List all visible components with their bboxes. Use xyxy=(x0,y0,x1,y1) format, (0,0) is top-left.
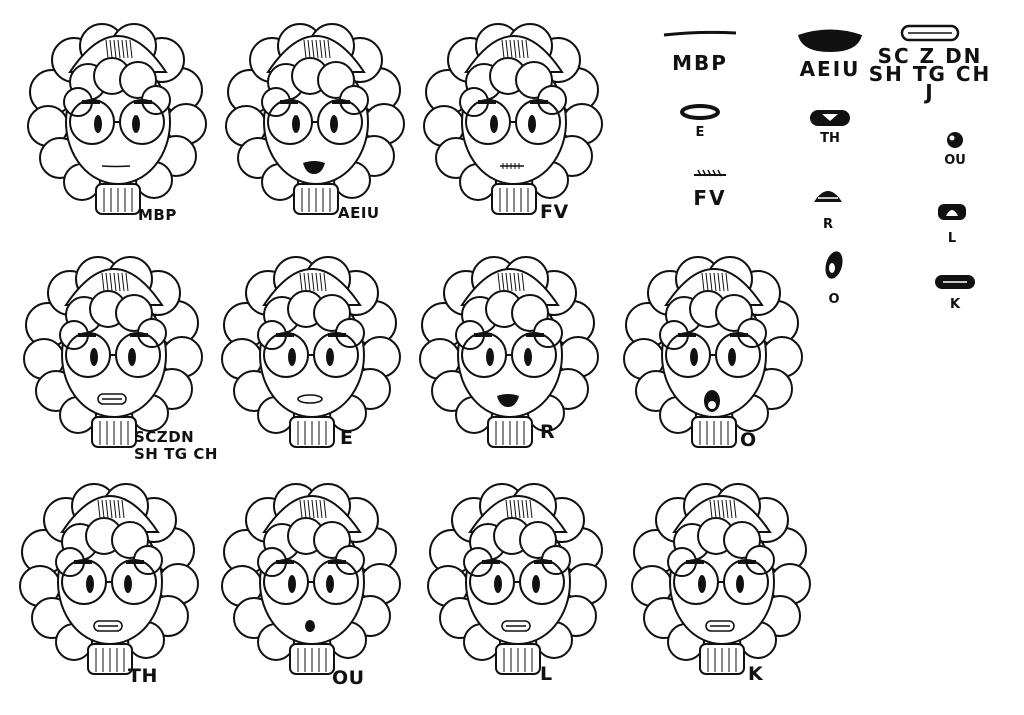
face-label: O xyxy=(740,429,757,451)
face-label: R xyxy=(540,421,555,443)
mouth-label: O xyxy=(828,292,839,307)
face-label: MBP xyxy=(138,206,177,224)
mouth-label: J xyxy=(923,80,934,104)
mouth-label: E xyxy=(696,125,705,140)
face-8: TH xyxy=(19,483,199,687)
mouth-label: L xyxy=(948,231,956,246)
face-label: AEIU xyxy=(338,204,380,222)
mouth-shape-6: OU xyxy=(944,132,966,168)
mouth-shape-7: FV xyxy=(693,169,726,210)
mouth-label: TH xyxy=(820,131,840,146)
mouth-label: OU xyxy=(944,153,966,168)
face-label: TH xyxy=(128,665,158,687)
mouth-shape-8: R xyxy=(814,191,842,232)
mouth-label: K xyxy=(950,297,961,312)
face-label: FV xyxy=(540,201,569,223)
mouth-label: MBP xyxy=(672,51,728,75)
face-3: FV xyxy=(423,23,603,223)
mouth-label: R xyxy=(823,217,833,232)
face-11: K xyxy=(631,483,811,685)
mouth-label: SH TG CH xyxy=(869,62,992,86)
mouth-shape-5: TH xyxy=(810,110,850,146)
face-label: SCZDN xyxy=(134,428,194,446)
face-label: K xyxy=(748,663,764,685)
face-label: E xyxy=(340,427,353,449)
face-6: R xyxy=(419,256,599,448)
face-label: SH TG CH xyxy=(134,445,218,463)
face-label: L xyxy=(540,663,553,685)
mouth-shape-9: L xyxy=(938,204,966,246)
mouth-label: AEIU xyxy=(800,57,861,81)
face-10: L xyxy=(427,483,607,685)
mouth-label: FV xyxy=(693,186,726,210)
mouth-label: SC Z DN xyxy=(878,44,983,68)
face-5: E xyxy=(221,256,401,449)
mouth-shape-10: O xyxy=(825,251,843,307)
face-9: OU xyxy=(221,483,401,689)
mouth-shape-11: K xyxy=(935,275,975,312)
mouth-shape-1: MBP xyxy=(663,30,737,75)
face-2: AEIU xyxy=(225,23,405,222)
face-7: O xyxy=(623,256,803,451)
face-label: OU xyxy=(332,667,365,689)
mouth-shape-4: E xyxy=(680,104,720,140)
face-1: MBP xyxy=(27,23,207,224)
mouth-shape-2: AEIU xyxy=(798,29,862,81)
